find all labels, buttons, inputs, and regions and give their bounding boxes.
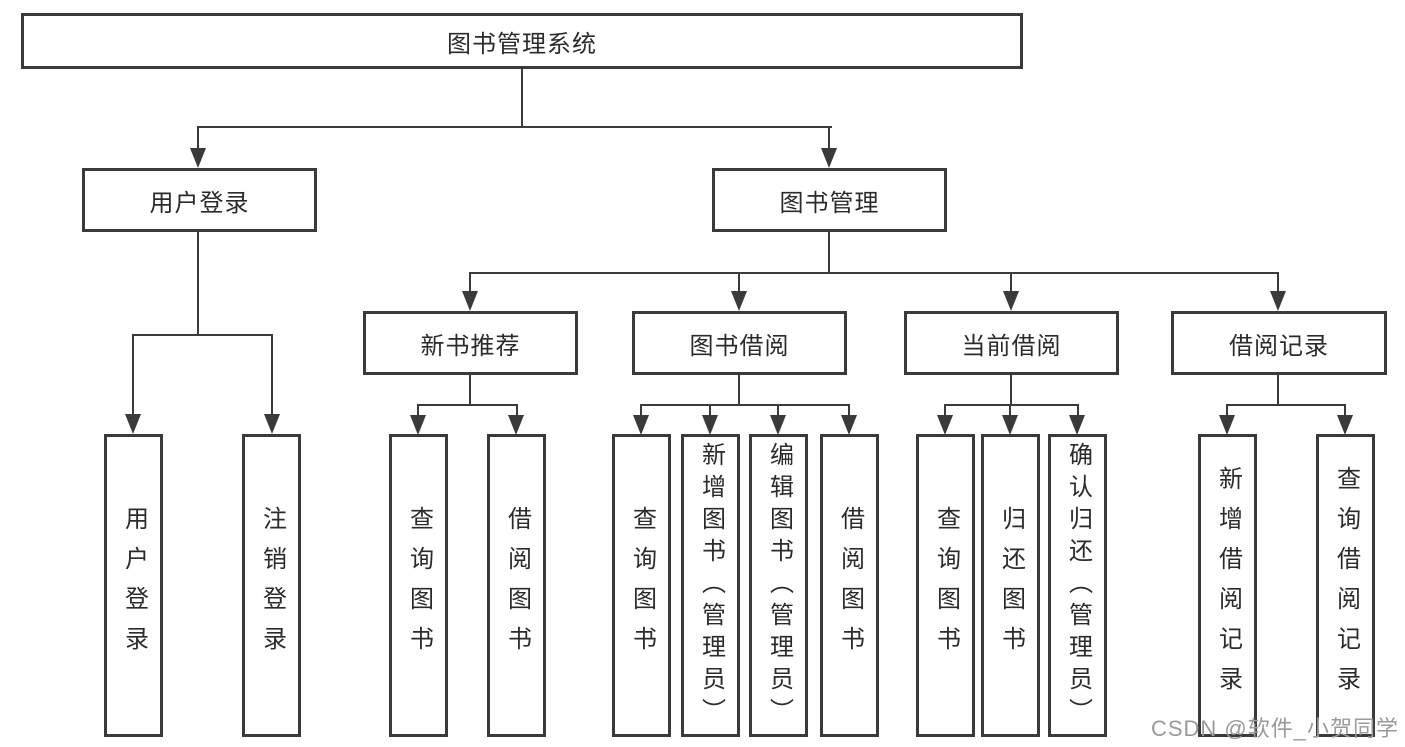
leaf-query-books-2: 查询图书 <box>612 434 671 737</box>
node-label: 当前借阅 <box>961 332 1062 360</box>
arrow-down <box>841 415 857 435</box>
connector-stem-leaf <box>848 404 850 418</box>
leaf-add-borrow-record: 新增借阅记录 <box>1198 434 1257 737</box>
connector-stem-leaf <box>640 404 642 418</box>
connector-book-borrow-stem <box>738 375 740 406</box>
node-current-borrow: 当前借阅 <box>904 311 1119 375</box>
arrow-down <box>770 415 786 435</box>
connector-user-login-hline <box>132 334 273 336</box>
node-user-login: 用户登录 <box>82 168 317 232</box>
node-label: 借阅图书 <box>836 505 864 666</box>
connector-level2-hline <box>197 126 832 128</box>
leaf-borrow-books-1: 借阅图书 <box>487 434 546 737</box>
connector-stem-leaf <box>777 404 779 418</box>
arrow-down <box>937 415 953 435</box>
connector-current-borrow-stem <box>1010 375 1012 406</box>
node-label: 查询图书 <box>932 505 960 666</box>
connector-new-book-stem <box>469 375 471 406</box>
arrow-down <box>1002 415 1018 435</box>
arrow-down <box>821 148 837 168</box>
connector-current-borrow-hline <box>944 404 1079 406</box>
node-label: 编辑图书（管理员） <box>765 441 793 730</box>
connector-book-borrow-hline <box>640 404 850 406</box>
leaf-query-books-1: 查询图书 <box>389 434 448 737</box>
node-label: 查询图书 <box>628 505 656 666</box>
node-label: 新书推荐 <box>420 332 521 360</box>
arrow-down <box>633 415 649 435</box>
node-label: 图书管理系统 <box>447 30 597 58</box>
connector-stem-level3 <box>1277 272 1279 294</box>
arrow-down <box>125 414 141 434</box>
node-label: 查询借阅记录 <box>1332 465 1360 706</box>
node-label: 图书管理 <box>779 189 880 217</box>
connector-user-login-stem <box>197 232 199 336</box>
arrow-down <box>264 414 280 434</box>
node-label: 借阅记录 <box>1229 332 1329 360</box>
connector-stem-leaf <box>709 404 711 418</box>
node-library-system: 图书管理系统 <box>21 13 1023 69</box>
node-label: 新增图书（管理员） <box>697 441 725 730</box>
node-label: 查询图书 <box>405 505 433 666</box>
connector-stem-leaf <box>516 404 518 418</box>
connector-borrow-records-hline <box>1226 404 1346 406</box>
arrow-down <box>410 415 426 435</box>
leaf-add-books-admin: 新增图书（管理员） <box>681 434 740 737</box>
leaf-user-login: 用户登录 <box>104 434 163 737</box>
connector-stem-level3 <box>1010 272 1012 294</box>
node-borrow-records: 借阅记录 <box>1171 311 1387 375</box>
connector-stem-leaf <box>1077 404 1079 418</box>
node-book-management: 图书管理 <box>712 168 947 232</box>
arrow-down <box>731 291 747 311</box>
node-label: 归还图书 <box>997 505 1025 666</box>
node-label: 确认归还（管理员） <box>1064 441 1092 730</box>
node-label: 用户登录 <box>149 189 250 217</box>
connector-stem-user-login <box>197 126 199 154</box>
arrow-down <box>1219 415 1235 435</box>
connector-borrow-records-stem <box>1277 375 1279 406</box>
connector-stem-level3 <box>738 272 740 294</box>
arrow-down <box>1069 415 1085 435</box>
leaf-borrow-books-2: 借阅图书 <box>820 434 879 737</box>
arrow-down <box>462 291 478 311</box>
node-label: 注销登录 <box>258 505 286 666</box>
connector-level3-hline <box>469 272 1279 274</box>
connector-stem-level3 <box>469 272 471 294</box>
arrow-down <box>702 415 718 435</box>
leaf-query-borrow-record: 查询借阅记录 <box>1316 434 1375 737</box>
connector-root-stem <box>521 69 523 127</box>
arrow-down <box>190 148 206 168</box>
leaf-confirm-return-admin: 确认归还（管理员） <box>1048 434 1107 737</box>
connector-stem-leaf <box>1009 404 1011 418</box>
leaf-return-books: 归还图书 <box>981 434 1040 737</box>
arrow-down <box>1003 291 1019 311</box>
leaf-logout: 注销登录 <box>242 434 301 737</box>
connector-new-book-hline <box>417 404 518 406</box>
csdn-watermark: CSDN @软件_小贺同学 <box>1150 716 1399 741</box>
node-label: 图书借阅 <box>689 332 790 360</box>
node-new-book-recommend: 新书推荐 <box>363 311 578 375</box>
node-label: 新增借阅记录 <box>1214 465 1242 706</box>
connector-book-management-stem <box>828 232 830 274</box>
connector-stem-leaf <box>1344 404 1346 418</box>
connector-stem-leaf <box>944 404 946 418</box>
connector-stem-book-management <box>828 126 830 154</box>
leaf-query-books-3: 查询图书 <box>916 434 975 737</box>
connector-stem-leaf <box>1226 404 1228 418</box>
node-label: 借阅图书 <box>503 505 531 666</box>
connector-stem-leaf <box>132 334 134 416</box>
arrow-down <box>508 415 524 435</box>
node-book-borrow: 图书借阅 <box>632 311 847 375</box>
arrow-down <box>1270 291 1286 311</box>
connector-stem-leaf <box>417 404 419 418</box>
leaf-edit-books-admin: 编辑图书（管理员） <box>749 434 808 737</box>
arrow-down <box>1337 415 1353 435</box>
connector-stem-leaf <box>271 334 273 416</box>
node-label: 用户登录 <box>120 505 148 666</box>
